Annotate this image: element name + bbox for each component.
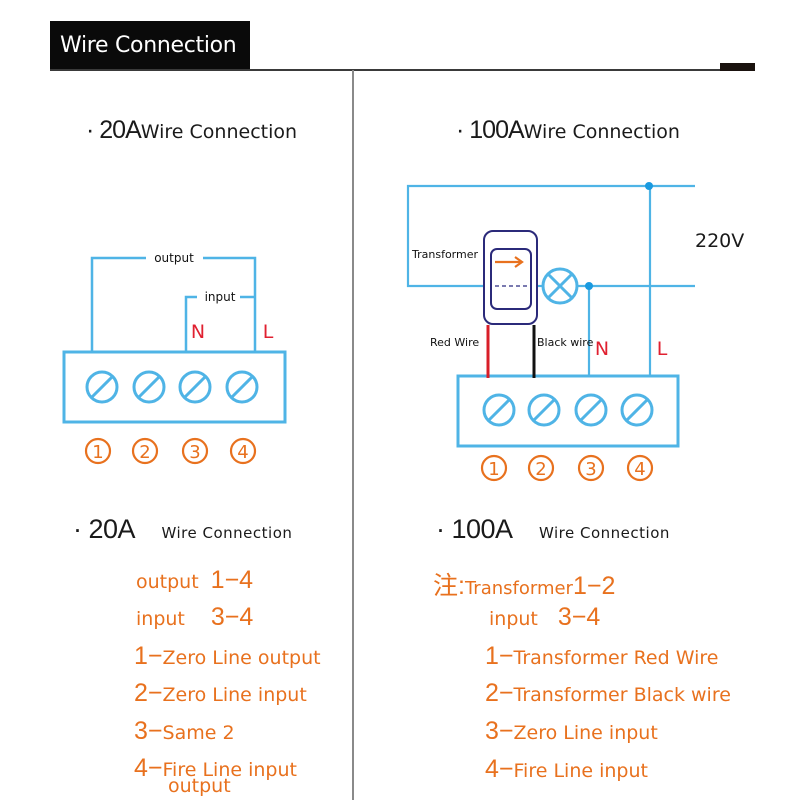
notes-100a-amp: · 100A	[436, 514, 513, 544]
note-100a-terminal-4: 4−Fire Line input	[485, 755, 648, 783]
n-label: N	[595, 338, 609, 360]
column-divider	[352, 70, 354, 800]
section-20a-label: Wire Connection	[140, 121, 298, 143]
terminal-number: 2	[535, 459, 546, 480]
diagram-100a: Transformer Red Wire Black wire N L 220V…	[406, 182, 744, 482]
screw-icon	[178, 370, 212, 404]
note-20a-terminal-2: 2−Zero Line input	[134, 679, 307, 707]
terminal-number: 3	[585, 459, 596, 480]
lamp-icon	[541, 267, 579, 305]
screw-icon	[574, 393, 608, 427]
terminal-number-circle	[480, 454, 508, 482]
note-20a-terminal-3: 3−Same 2	[134, 717, 235, 745]
terminal-number: 4	[237, 442, 248, 463]
terminal-number-circle	[626, 454, 654, 482]
l-label: L	[657, 338, 668, 360]
supply-loop-wire	[406, 184, 695, 288]
section-100a-label: Wire Connection	[523, 121, 680, 143]
red-wire-label: Red Wire	[430, 336, 479, 349]
n-label: N	[191, 321, 205, 343]
note-100a-terminal-2: 2−Transformer Black wire	[485, 679, 731, 707]
screws-20a	[85, 370, 259, 404]
notes-20a-title: · 20A Wire Connection	[73, 514, 292, 545]
header-rule	[50, 69, 755, 71]
note-100a-terminal-3: 3−Zero Line input	[485, 717, 658, 745]
screws-100a	[482, 393, 654, 427]
screw-icon	[85, 370, 119, 404]
header-banner	[50, 21, 250, 71]
note-marker: 注:	[433, 572, 465, 600]
output-wire-right	[203, 256, 257, 352]
transformer-label: Transformer	[411, 248, 478, 261]
terminal-number: 1	[92, 442, 103, 463]
notes-100a-title: · 100A Wire Connection	[436, 514, 670, 545]
page-title: Wire Connection	[60, 33, 237, 58]
transformer-icon	[483, 230, 538, 325]
voltage-label: 220V	[695, 230, 744, 252]
screw-icon	[527, 393, 561, 427]
note-100a-transformer: 注:Transformer1−2	[433, 572, 616, 600]
section-100a-title: · 100AWire Connection	[456, 116, 680, 145]
input-label: input	[205, 290, 236, 304]
terminal-number: 1	[488, 459, 499, 480]
terminal-number-circle	[577, 454, 605, 482]
terminal-number-circle	[527, 454, 555, 482]
notes-100a-label: Wire Connection	[539, 524, 670, 542]
terminal-block-20a	[62, 350, 287, 424]
junction-dot	[585, 282, 593, 290]
terminal-number: 3	[189, 442, 200, 463]
junction-dot	[645, 182, 653, 190]
output-label: output	[154, 251, 194, 265]
terminal-number: 4	[634, 459, 645, 480]
notes-20a-amp: · 20A	[73, 514, 136, 544]
section-20a-title: · 20AWire Connection	[86, 116, 297, 145]
terminal-numbers-100a: 1 2 3 4	[480, 454, 654, 482]
header-tab-mark	[720, 63, 755, 71]
note-20a-terminal-4: 4−Fire Line input	[134, 754, 297, 782]
section-20a-amp: · 20A	[86, 116, 142, 144]
section-100a-amp: · 100A	[456, 116, 525, 144]
terminal-number-circle	[181, 437, 209, 465]
terminal-number-circle	[84, 437, 112, 465]
black-wire-label: Black wire	[537, 336, 594, 349]
l-label: L	[263, 321, 274, 343]
terminal-block-100a	[456, 374, 680, 448]
terminal-number-circle	[131, 437, 159, 465]
note-20a-terminal-4-cont: output	[168, 775, 231, 797]
input-wire-left	[184, 295, 197, 352]
screw-icon	[482, 393, 516, 427]
terminal-number: 2	[139, 442, 150, 463]
terminal-numbers-20a: 1 2 3 4	[84, 437, 257, 465]
screw-icon	[225, 370, 259, 404]
note-20a-terminal-1: 1−Zero Line output	[134, 642, 321, 670]
screw-icon	[132, 370, 166, 404]
screw-icon	[620, 393, 654, 427]
output-wire-left	[90, 256, 146, 352]
notes-20a-label: Wire Connection	[161, 524, 293, 542]
note-100a-terminal-1: 1−Transformer Red Wire	[485, 642, 719, 670]
terminal-number-circle	[229, 437, 257, 465]
